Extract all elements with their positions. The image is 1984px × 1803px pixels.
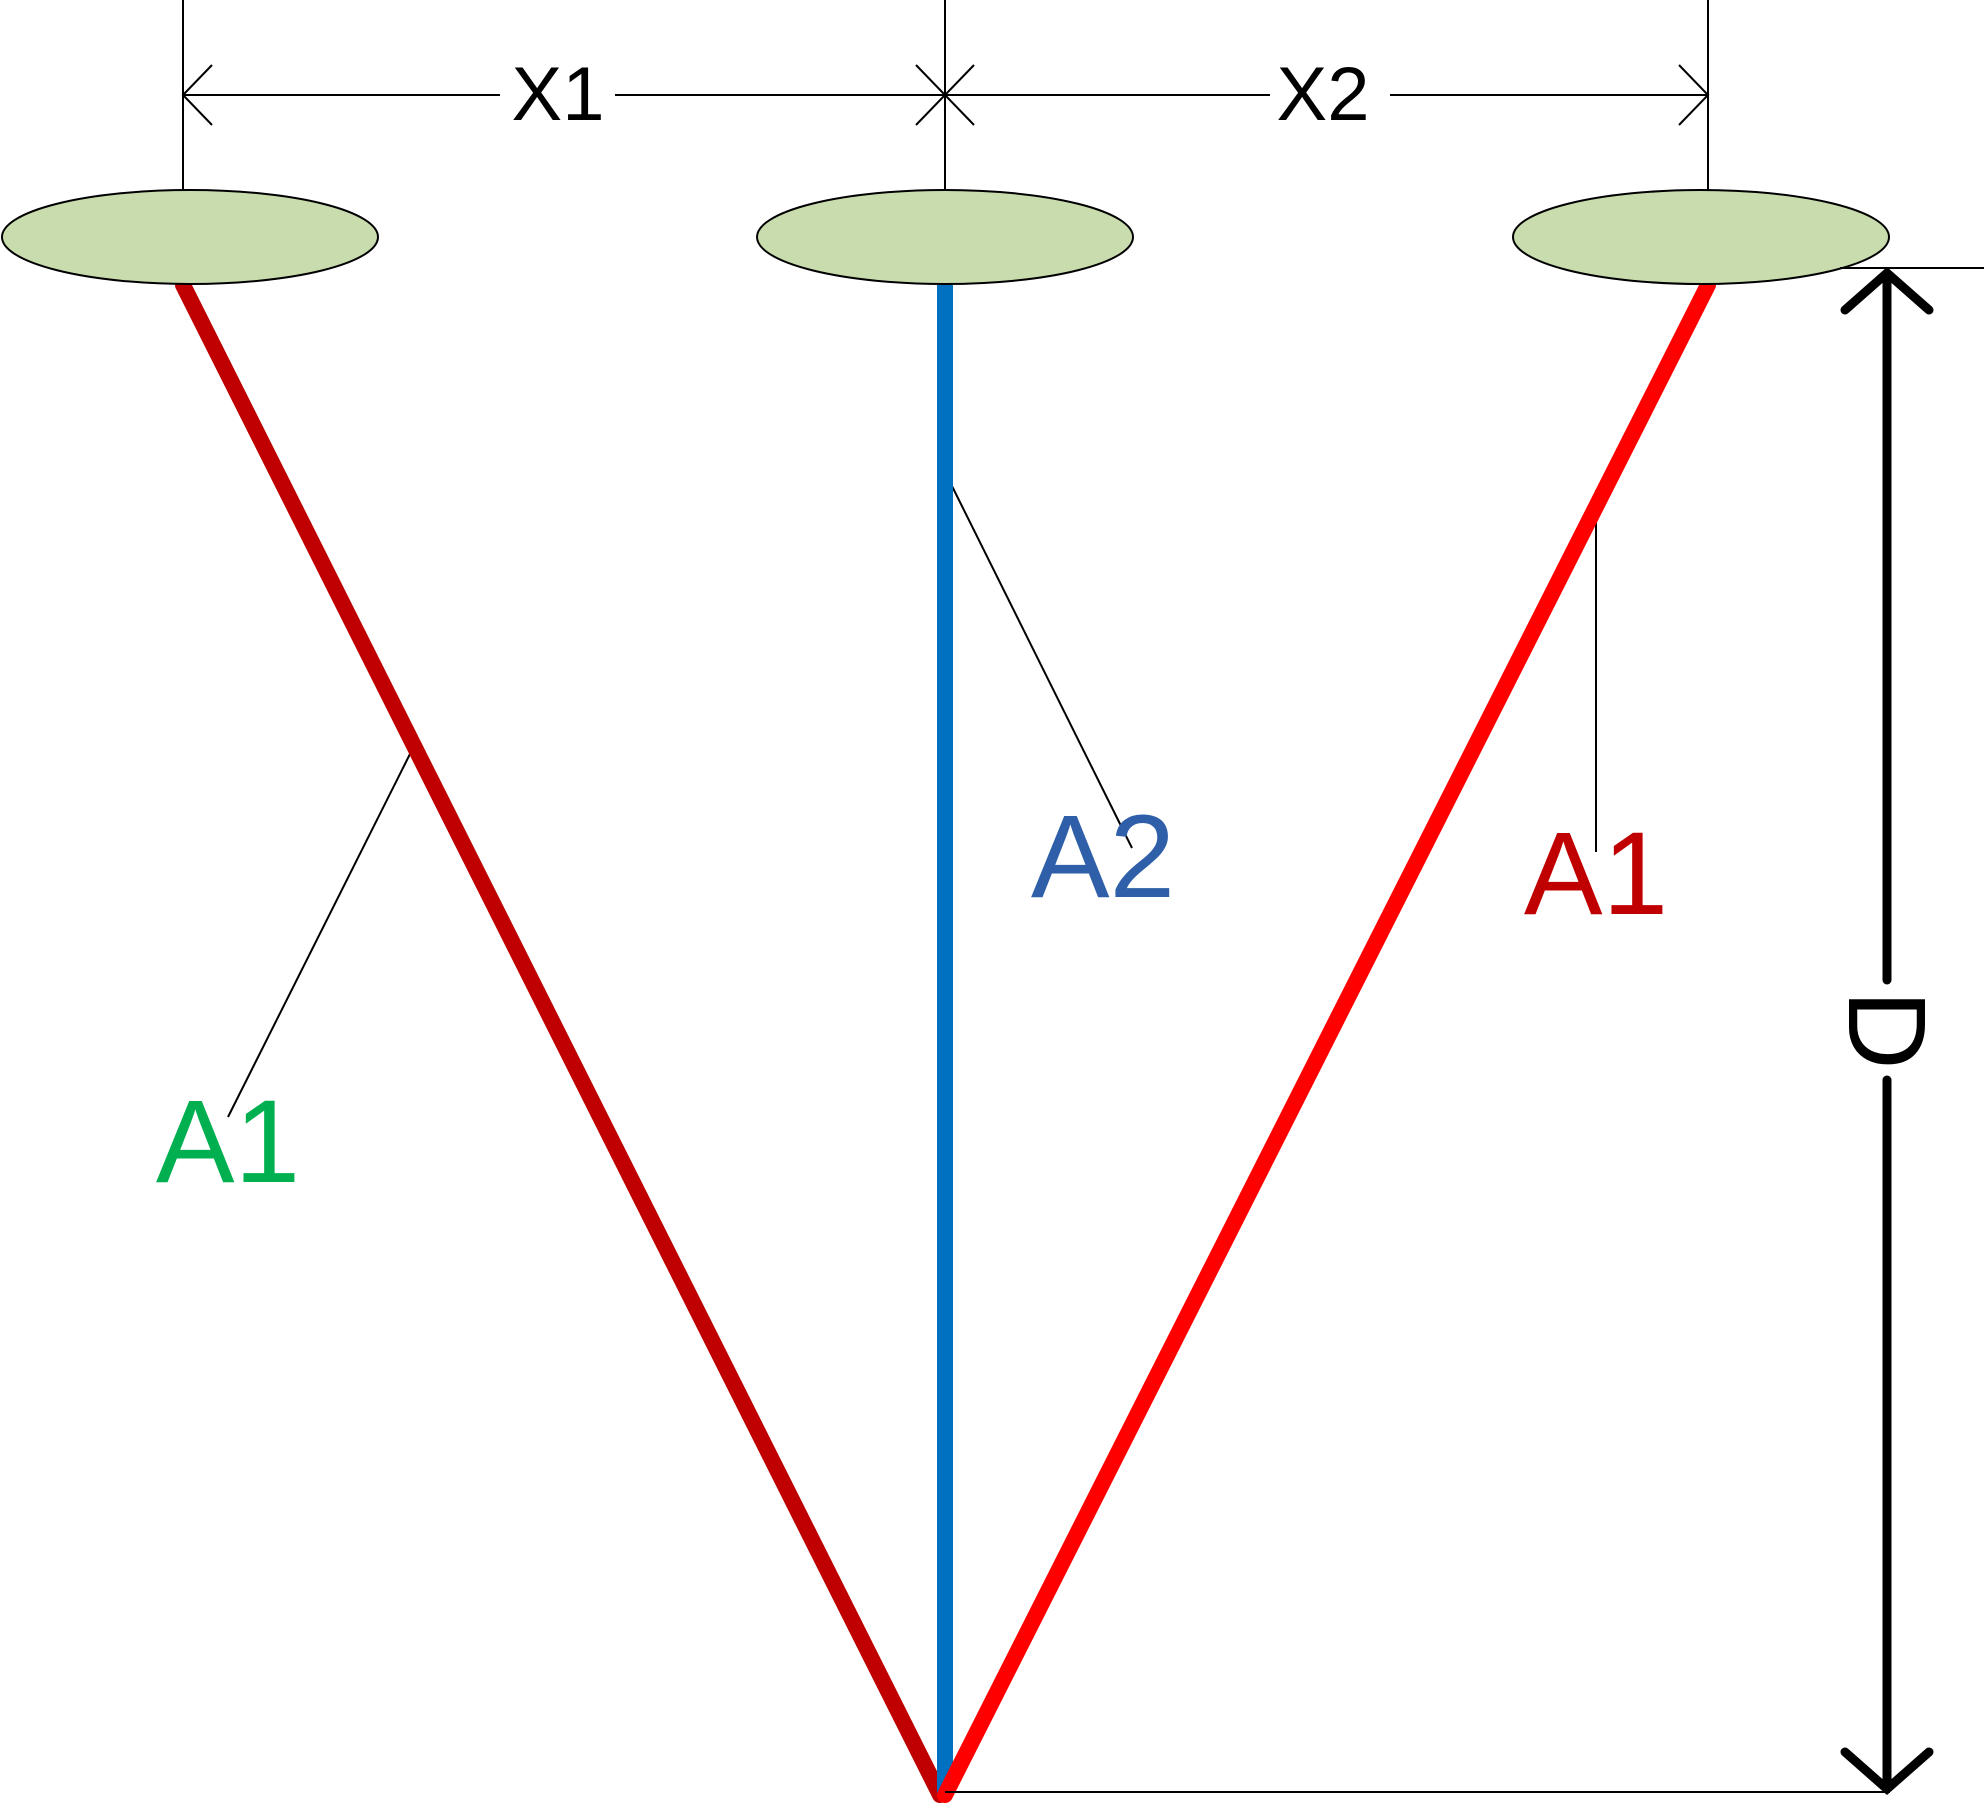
- label-x1: X1: [512, 52, 605, 137]
- arrowhead-right-icon: [1678, 64, 1710, 126]
- label-a1-right: A1: [1524, 808, 1668, 940]
- vertical-dimension: [1840, 267, 1934, 1795]
- leader-lines: [227, 471, 1597, 1118]
- leader-line-a1-left: [227, 737, 419, 1118]
- leader-line-a2: [944, 471, 1133, 849]
- d-arrowhead-top-icon: [1840, 267, 1934, 315]
- label-d: D: [1825, 990, 1948, 1069]
- node-ellipse-right: [1512, 189, 1890, 285]
- left-member: [175, 277, 948, 1803]
- right-member: [937, 277, 1716, 1803]
- node-ellipse-center: [756, 189, 1134, 285]
- d-arrowhead-bottom-icon: [1840, 1747, 1934, 1795]
- horizontal-dimension: [181, 64, 1710, 126]
- label-a2-center: A2: [1031, 791, 1175, 923]
- node-ellipse-left: [1, 189, 379, 285]
- label-x2: X2: [1277, 52, 1370, 137]
- arrowhead-left-icon: [181, 64, 213, 126]
- arrowhead-center-right-icon: [943, 64, 975, 126]
- label-a1-left: A1: [156, 1076, 300, 1208]
